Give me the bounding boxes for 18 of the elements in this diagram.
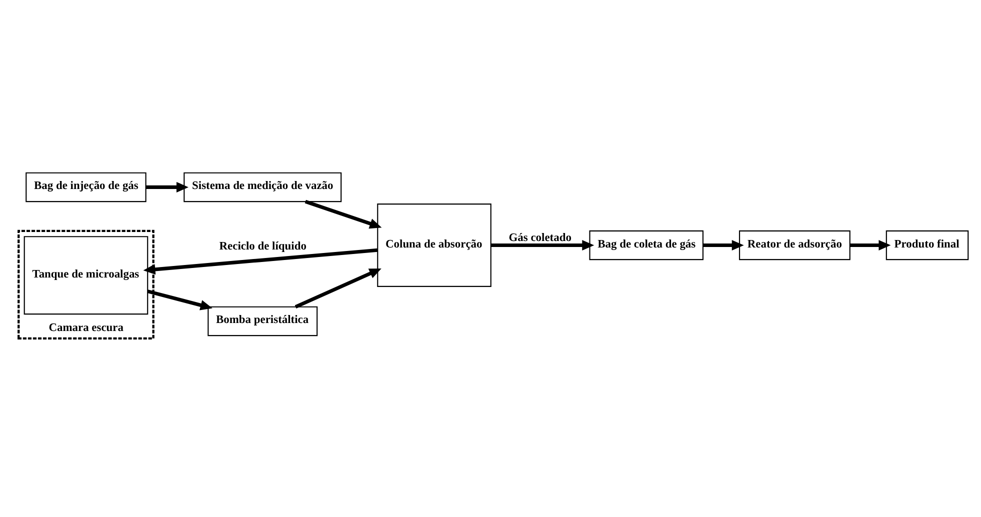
- arrow: [703, 240, 744, 250]
- arrow: [850, 240, 891, 250]
- arrow: [294, 268, 382, 308]
- node-box: Produto final: [886, 230, 969, 260]
- node-box: Coluna de absorção: [377, 204, 492, 287]
- node-box: Bomba peristáltica: [208, 306, 318, 336]
- arrow: [146, 182, 188, 192]
- node-box: Bag de coleta de gás: [589, 230, 704, 260]
- edge-label: Reciclo de líquido: [219, 240, 306, 252]
- arrow: [490, 240, 594, 250]
- arrow: [143, 248, 378, 275]
- node-box: Reator de adsorção: [738, 230, 850, 260]
- node-box: Sistema de medição de vazão: [184, 172, 342, 202]
- node-box: Bag de injeção de gás: [26, 172, 146, 202]
- arrow: [304, 200, 382, 229]
- node-box: Tanque de microalgas: [24, 236, 148, 315]
- edge-label: Gás coletado: [508, 232, 572, 244]
- arrow: [147, 290, 212, 310]
